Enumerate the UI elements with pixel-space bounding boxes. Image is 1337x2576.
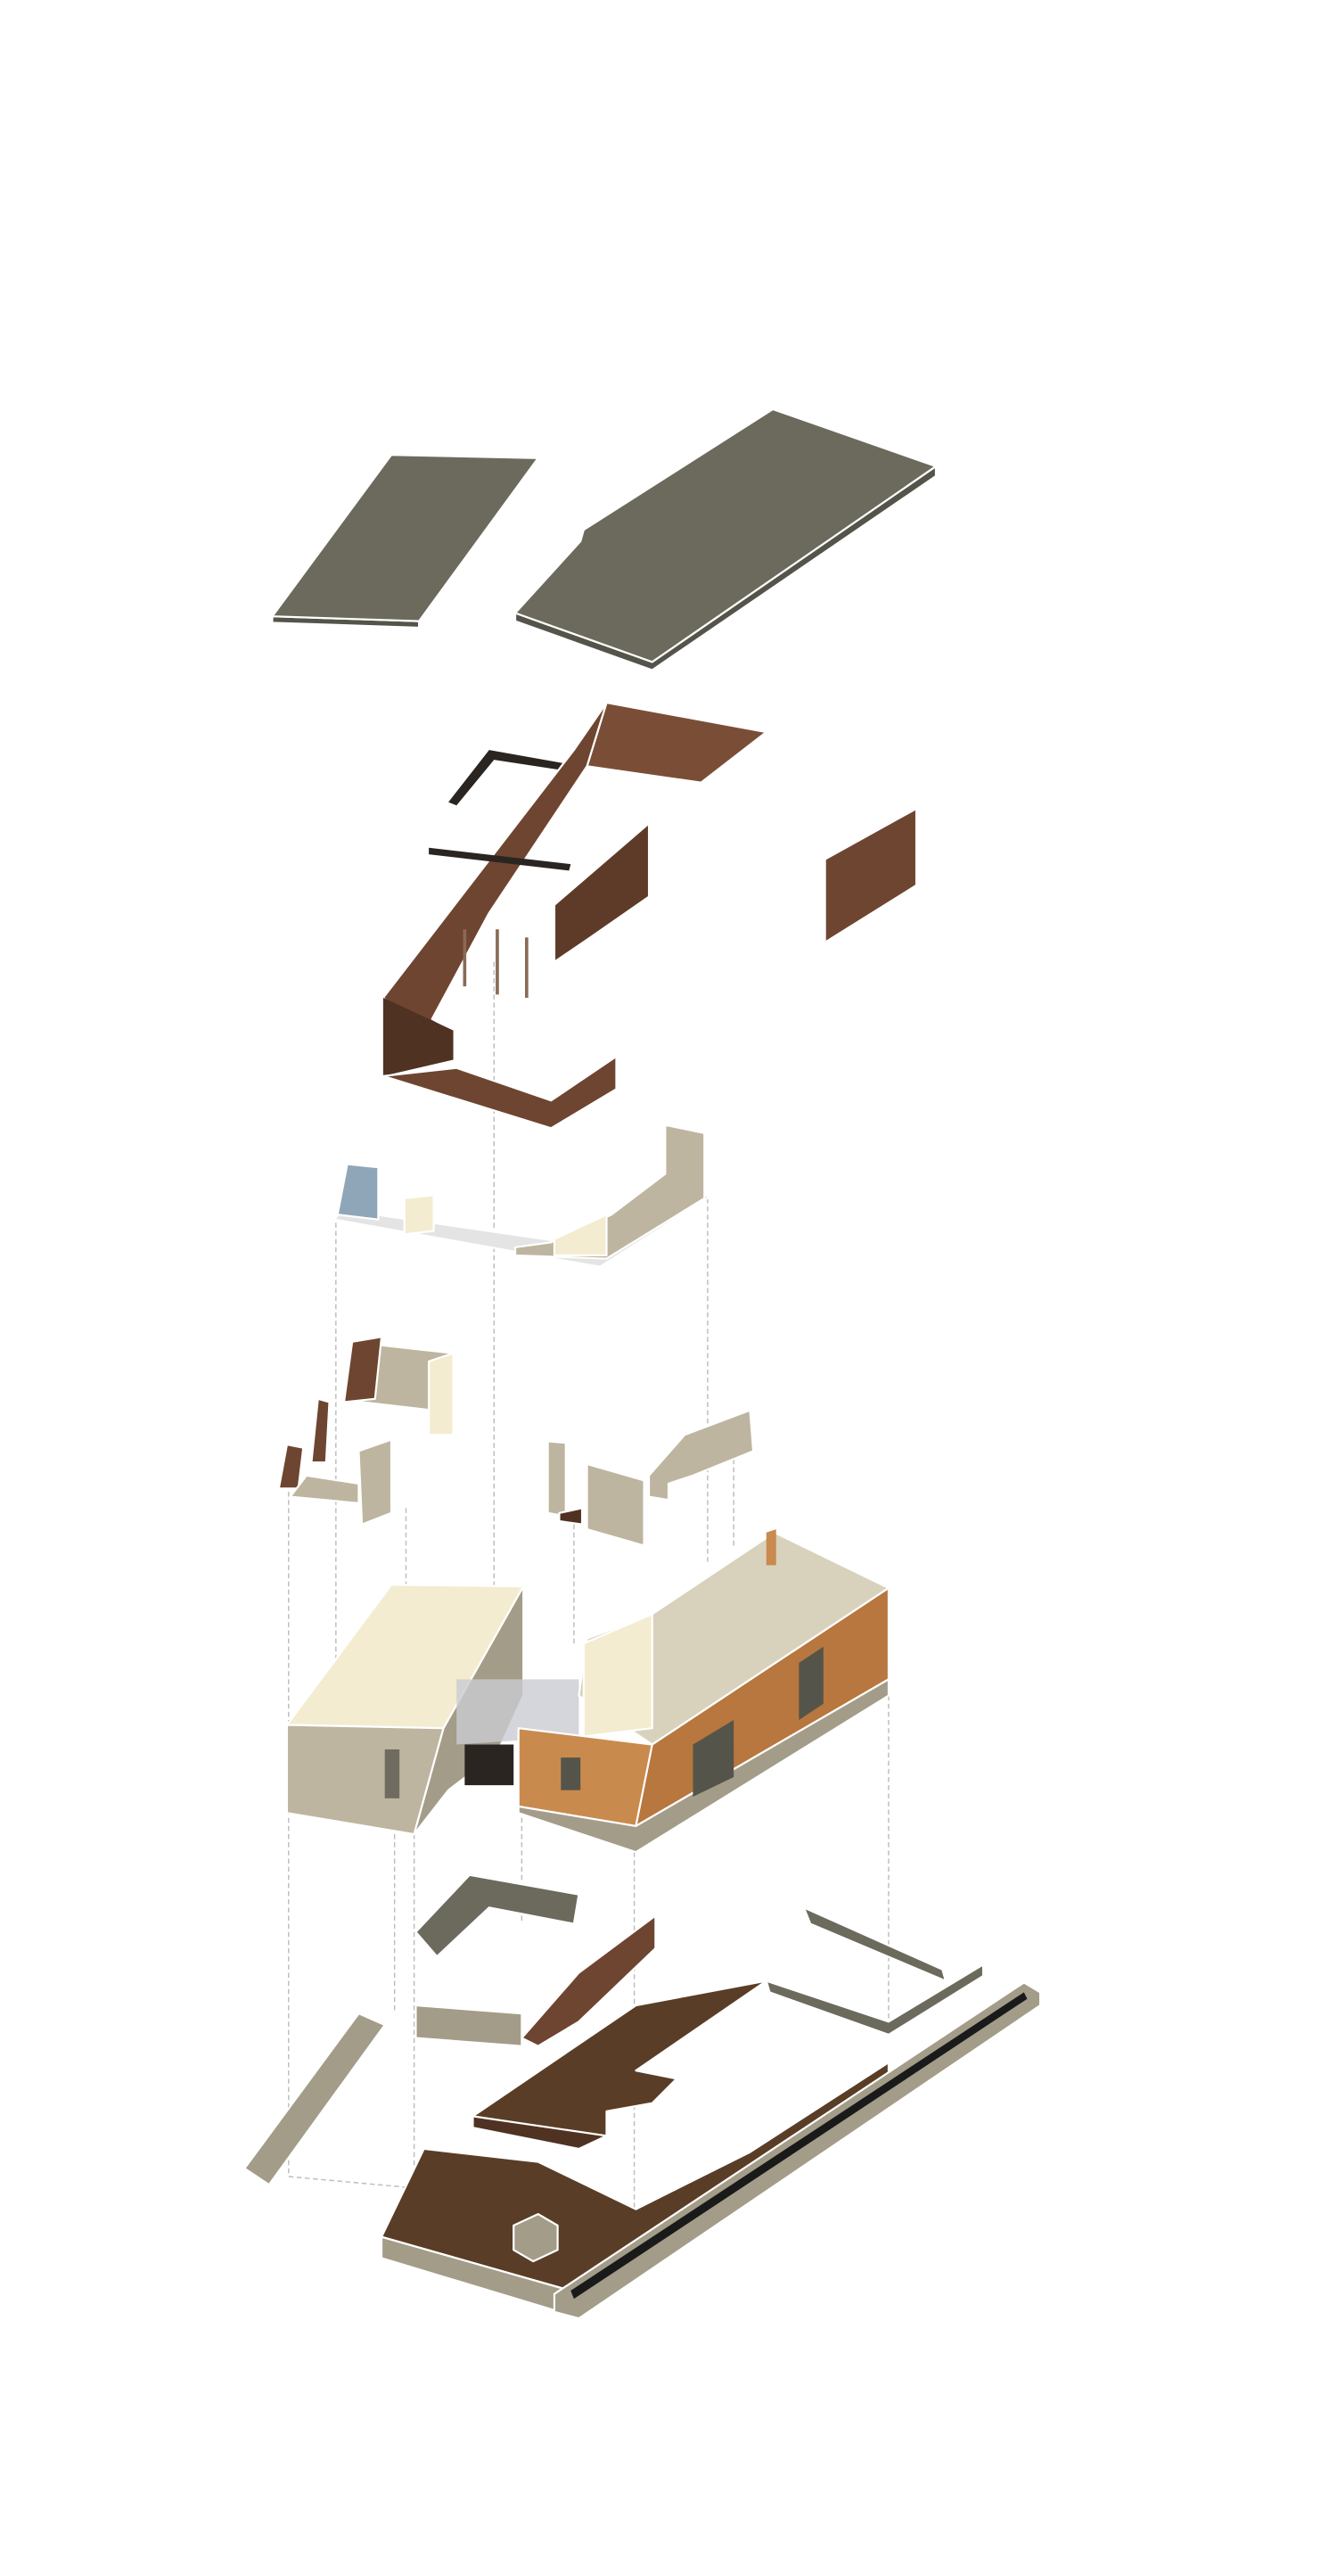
steel-beam-upper (448, 750, 563, 806)
window-east-end (561, 1757, 581, 1790)
volume-east (517, 1529, 890, 1854)
projection-guide-lines (288, 961, 890, 2210)
partition-fragments (277, 1336, 755, 1547)
window-west (384, 1749, 400, 1798)
chimney-block (513, 2212, 559, 2263)
roof-left (271, 454, 539, 630)
steel-beam-lower (429, 847, 571, 871)
volume-west (285, 1584, 579, 1836)
roof-right (513, 407, 938, 671)
foundation-level (243, 1873, 985, 2186)
timber-screen-structure (381, 701, 767, 1130)
kitchen-millwork-level (332, 1123, 714, 1268)
ground-deck (380, 1981, 1042, 2320)
timber-panel-detached (824, 807, 918, 943)
